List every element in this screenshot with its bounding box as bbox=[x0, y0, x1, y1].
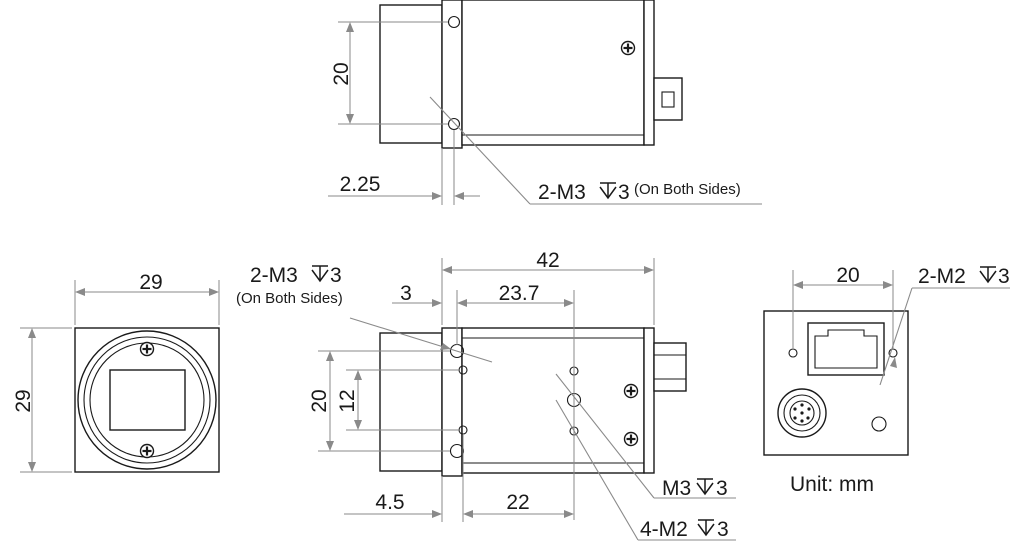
side-view-hole-depth: 3 bbox=[330, 264, 342, 287]
side-view-rear-plate bbox=[643, 327, 655, 474]
side-view-dim-3: 3 bbox=[400, 282, 412, 305]
front-view-dim-width: 29 bbox=[139, 271, 162, 294]
depth-symbol-icon bbox=[979, 266, 997, 283]
back-view-led bbox=[871, 416, 887, 432]
unit-label: Unit: mm bbox=[790, 473, 874, 496]
top-view: 20 2.25 2-M3 3 (On Both Sides) bbox=[328, 0, 762, 205]
back-view-hole-label: 2-M2 bbox=[918, 265, 966, 288]
top-view-rear-plate bbox=[643, 0, 655, 146]
back-view-hole-left bbox=[788, 348, 798, 358]
depth-symbol-icon bbox=[697, 519, 715, 536]
side-view-hole-sides: (On Both Sides) bbox=[236, 290, 343, 307]
top-view-connector bbox=[653, 77, 683, 121]
top-view-hole-depth: 3 bbox=[618, 181, 630, 204]
side-view-dim-length: 42 bbox=[536, 249, 559, 272]
top-view-hole-sides: (On Both Sides) bbox=[634, 181, 741, 198]
top-view-hole-label: 2-M3 bbox=[538, 181, 586, 204]
screw-icon bbox=[139, 341, 155, 357]
screw-icon bbox=[620, 40, 636, 56]
side-view-connector bbox=[653, 342, 687, 392]
side-view-hole-label: 2-M3 bbox=[250, 264, 298, 287]
back-view-dim-20: 20 bbox=[836, 264, 859, 287]
screw-icon bbox=[623, 383, 639, 399]
side-view-dim-vert-12: 12 bbox=[336, 389, 359, 412]
back-view: 20 2-M2 3 Unit: mm bbox=[763, 264, 1010, 496]
top-view-hole-upper bbox=[447, 15, 461, 29]
side-view-m2-label: 4-M2 bbox=[640, 518, 688, 541]
depth-symbol-icon bbox=[311, 265, 329, 282]
back-view-hole-depth: 3 bbox=[998, 265, 1010, 288]
side-view: 42 3 23.7 20 12 4.5 22 2-M3 bbox=[236, 249, 736, 541]
back-view-ethernet-port bbox=[807, 322, 885, 376]
side-view-m2-depth: 3 bbox=[717, 518, 729, 541]
side-view-body bbox=[461, 327, 645, 474]
screw-icon bbox=[139, 443, 155, 459]
top-view-dim-20: 20 bbox=[330, 62, 353, 85]
front-view-sensor-window bbox=[109, 369, 186, 431]
front-view-dim-height: 29 bbox=[12, 389, 35, 412]
side-view-small-hole bbox=[458, 425, 468, 435]
top-view-dim-2-25: 2.25 bbox=[340, 173, 381, 196]
side-view-m3-depth: 3 bbox=[716, 477, 728, 500]
back-view-ethernet-socket bbox=[814, 329, 878, 369]
side-view-dim-vert-20: 20 bbox=[308, 389, 331, 412]
top-view-lens-mount bbox=[379, 4, 443, 144]
back-view-hole-right bbox=[888, 348, 898, 358]
side-view-lens-mount bbox=[379, 332, 443, 472]
side-view-m3-label: M3 bbox=[662, 477, 691, 500]
screw-icon bbox=[623, 431, 639, 447]
side-view-dim-22: 22 bbox=[506, 491, 529, 514]
depth-symbol-icon bbox=[599, 182, 617, 199]
side-view-dim-23-7: 23.7 bbox=[499, 282, 540, 305]
top-view-hole-lower bbox=[447, 117, 461, 131]
side-view-flange bbox=[441, 327, 463, 477]
depth-symbol-icon bbox=[696, 478, 714, 495]
side-view-dim-4-5: 4.5 bbox=[375, 491, 404, 514]
front-view: 29 29 bbox=[12, 271, 220, 473]
top-view-body bbox=[461, 0, 645, 146]
side-view-small-hole bbox=[458, 365, 468, 375]
